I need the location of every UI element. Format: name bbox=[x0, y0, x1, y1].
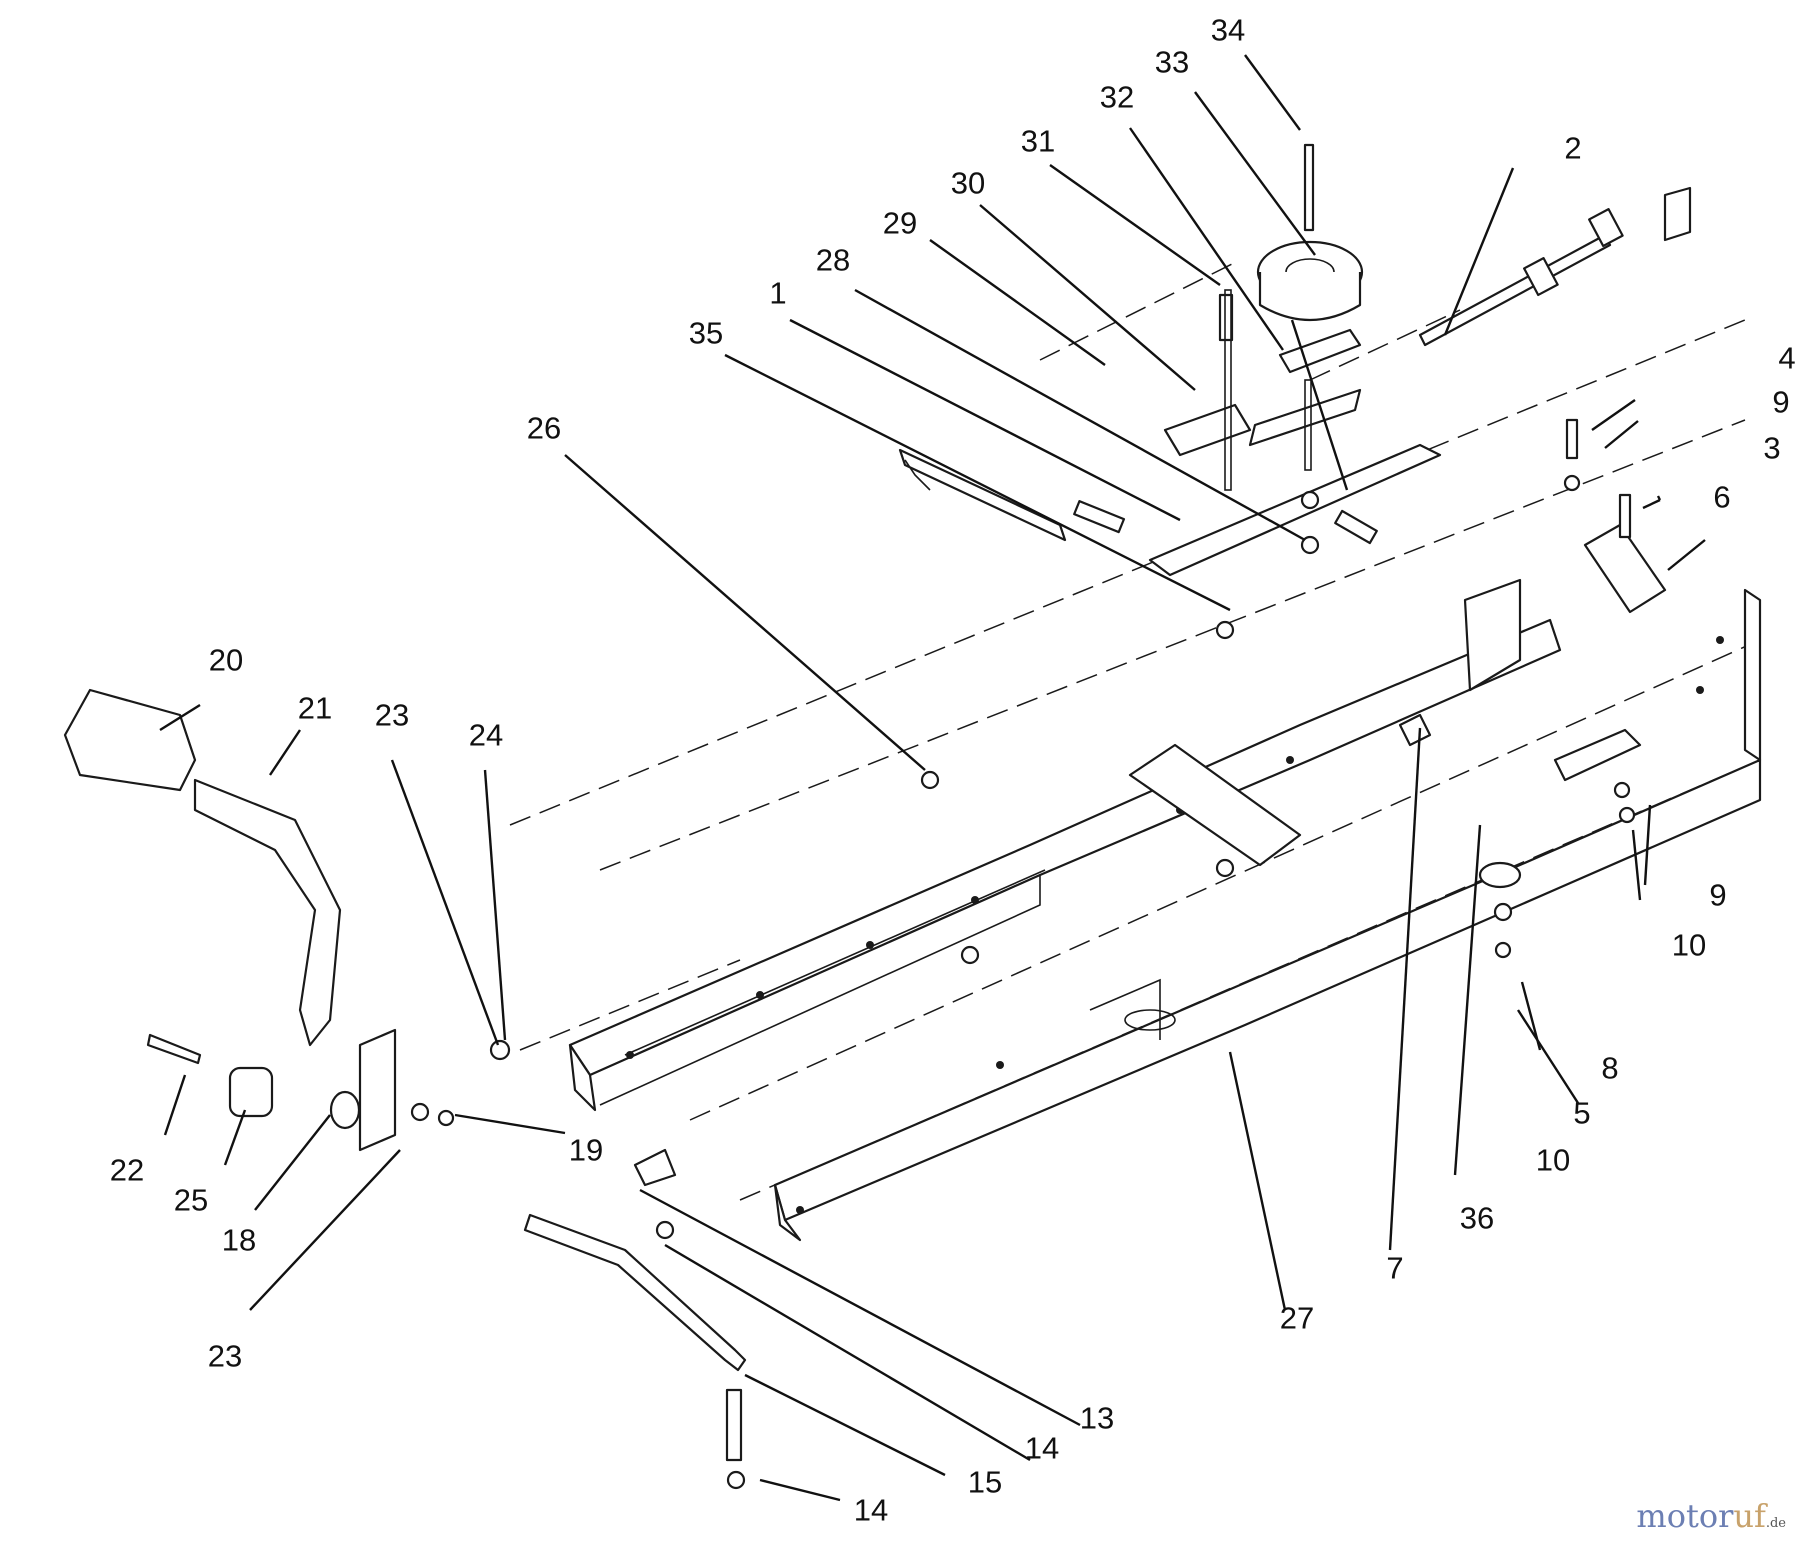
right-brackets bbox=[1463, 418, 1667, 959]
callout-34: 34 bbox=[1210, 12, 1246, 48]
brake-rod bbox=[898, 448, 1126, 542]
callout-36: 36 bbox=[1459, 1200, 1495, 1236]
callout-5: 5 bbox=[1573, 1095, 1591, 1131]
watermark-logo: motoruf.de bbox=[1636, 1497, 1786, 1535]
callout-2: 2 bbox=[1564, 130, 1582, 166]
watermark-part-c: .de bbox=[1765, 1516, 1786, 1531]
callout-10a: 10 bbox=[1671, 927, 1707, 963]
callout-15: 15 bbox=[967, 1464, 1003, 1500]
callout-33: 33 bbox=[1154, 44, 1190, 80]
callout-6: 6 bbox=[1713, 479, 1731, 515]
callout-18: 18 bbox=[221, 1222, 257, 1258]
callout-8: 8 bbox=[1601, 1050, 1619, 1086]
callout-26: 26 bbox=[526, 410, 562, 446]
callout-10b: 10 bbox=[1535, 1142, 1571, 1178]
callout-23a: 23 bbox=[374, 697, 410, 733]
callout-29: 29 bbox=[882, 205, 918, 241]
callout-9b: 9 bbox=[1709, 877, 1727, 913]
linkage-rod bbox=[523, 1148, 747, 1490]
leader-lines bbox=[159, 54, 1706, 1502]
callout-4: 4 bbox=[1778, 340, 1796, 376]
watermark-part-b: uf bbox=[1733, 1497, 1766, 1535]
callout-25: 25 bbox=[173, 1182, 209, 1218]
callout-19: 19 bbox=[568, 1132, 604, 1168]
callout-1: 1 bbox=[769, 275, 787, 311]
watermark-part-a: motor bbox=[1636, 1497, 1734, 1535]
callout-13: 13 bbox=[1079, 1400, 1115, 1436]
callout-7: 7 bbox=[1386, 1250, 1404, 1286]
callout-35: 35 bbox=[688, 315, 724, 351]
cross-member bbox=[1128, 443, 1442, 867]
left-frame-rail bbox=[568, 618, 1562, 1112]
callout-27: 27 bbox=[1279, 1300, 1315, 1336]
callout-32: 32 bbox=[1099, 79, 1135, 115]
callout-24: 24 bbox=[468, 717, 504, 753]
callout-9a: 9 bbox=[1772, 384, 1790, 420]
callout-3: 3 bbox=[1763, 430, 1781, 466]
callout-30: 30 bbox=[950, 165, 986, 201]
pedal-assembly bbox=[63, 688, 511, 1152]
callout-14b: 14 bbox=[853, 1492, 889, 1528]
callout-21: 21 bbox=[297, 690, 333, 726]
callout-20: 20 bbox=[208, 642, 244, 678]
spring-rod bbox=[1418, 186, 1692, 347]
fasteners bbox=[920, 289, 1432, 965]
idler-pulley-assembly bbox=[1163, 143, 1364, 457]
callout-28: 28 bbox=[815, 242, 851, 278]
callout-14a: 14 bbox=[1024, 1430, 1060, 1466]
callout-23b: 23 bbox=[207, 1338, 243, 1374]
callout-22: 22 bbox=[109, 1152, 145, 1188]
callout-31: 31 bbox=[1020, 123, 1056, 159]
